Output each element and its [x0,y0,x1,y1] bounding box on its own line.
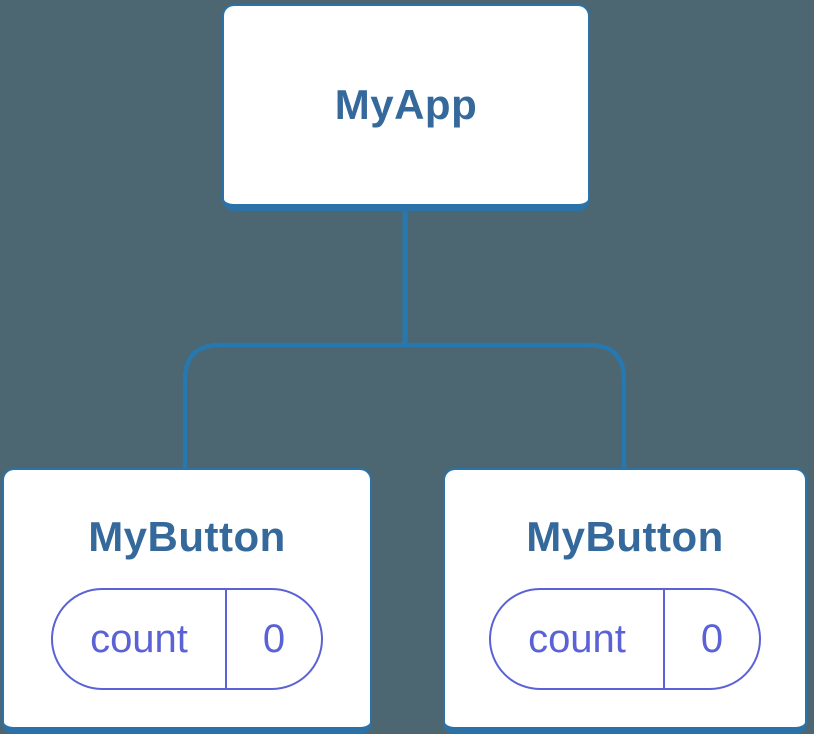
node-mybutton-left: MyButton count 0 [2,468,372,734]
state-pill: count 0 [489,588,761,690]
state-pill-value: 0 [262,616,286,661]
node-myapp: MyApp [222,4,590,211]
state-pill-value: 0 [700,616,724,661]
node-title: MyButton [526,513,724,560]
node-title: MyButton [88,513,286,560]
node-mybutton-right: MyButton count 0 [443,468,807,734]
state-pill: count 0 [51,588,323,690]
state-pill-label: count [53,590,227,688]
node-title: MyApp [334,81,478,128]
state-pill-label: count [491,590,665,688]
connector-branch [182,342,627,471]
